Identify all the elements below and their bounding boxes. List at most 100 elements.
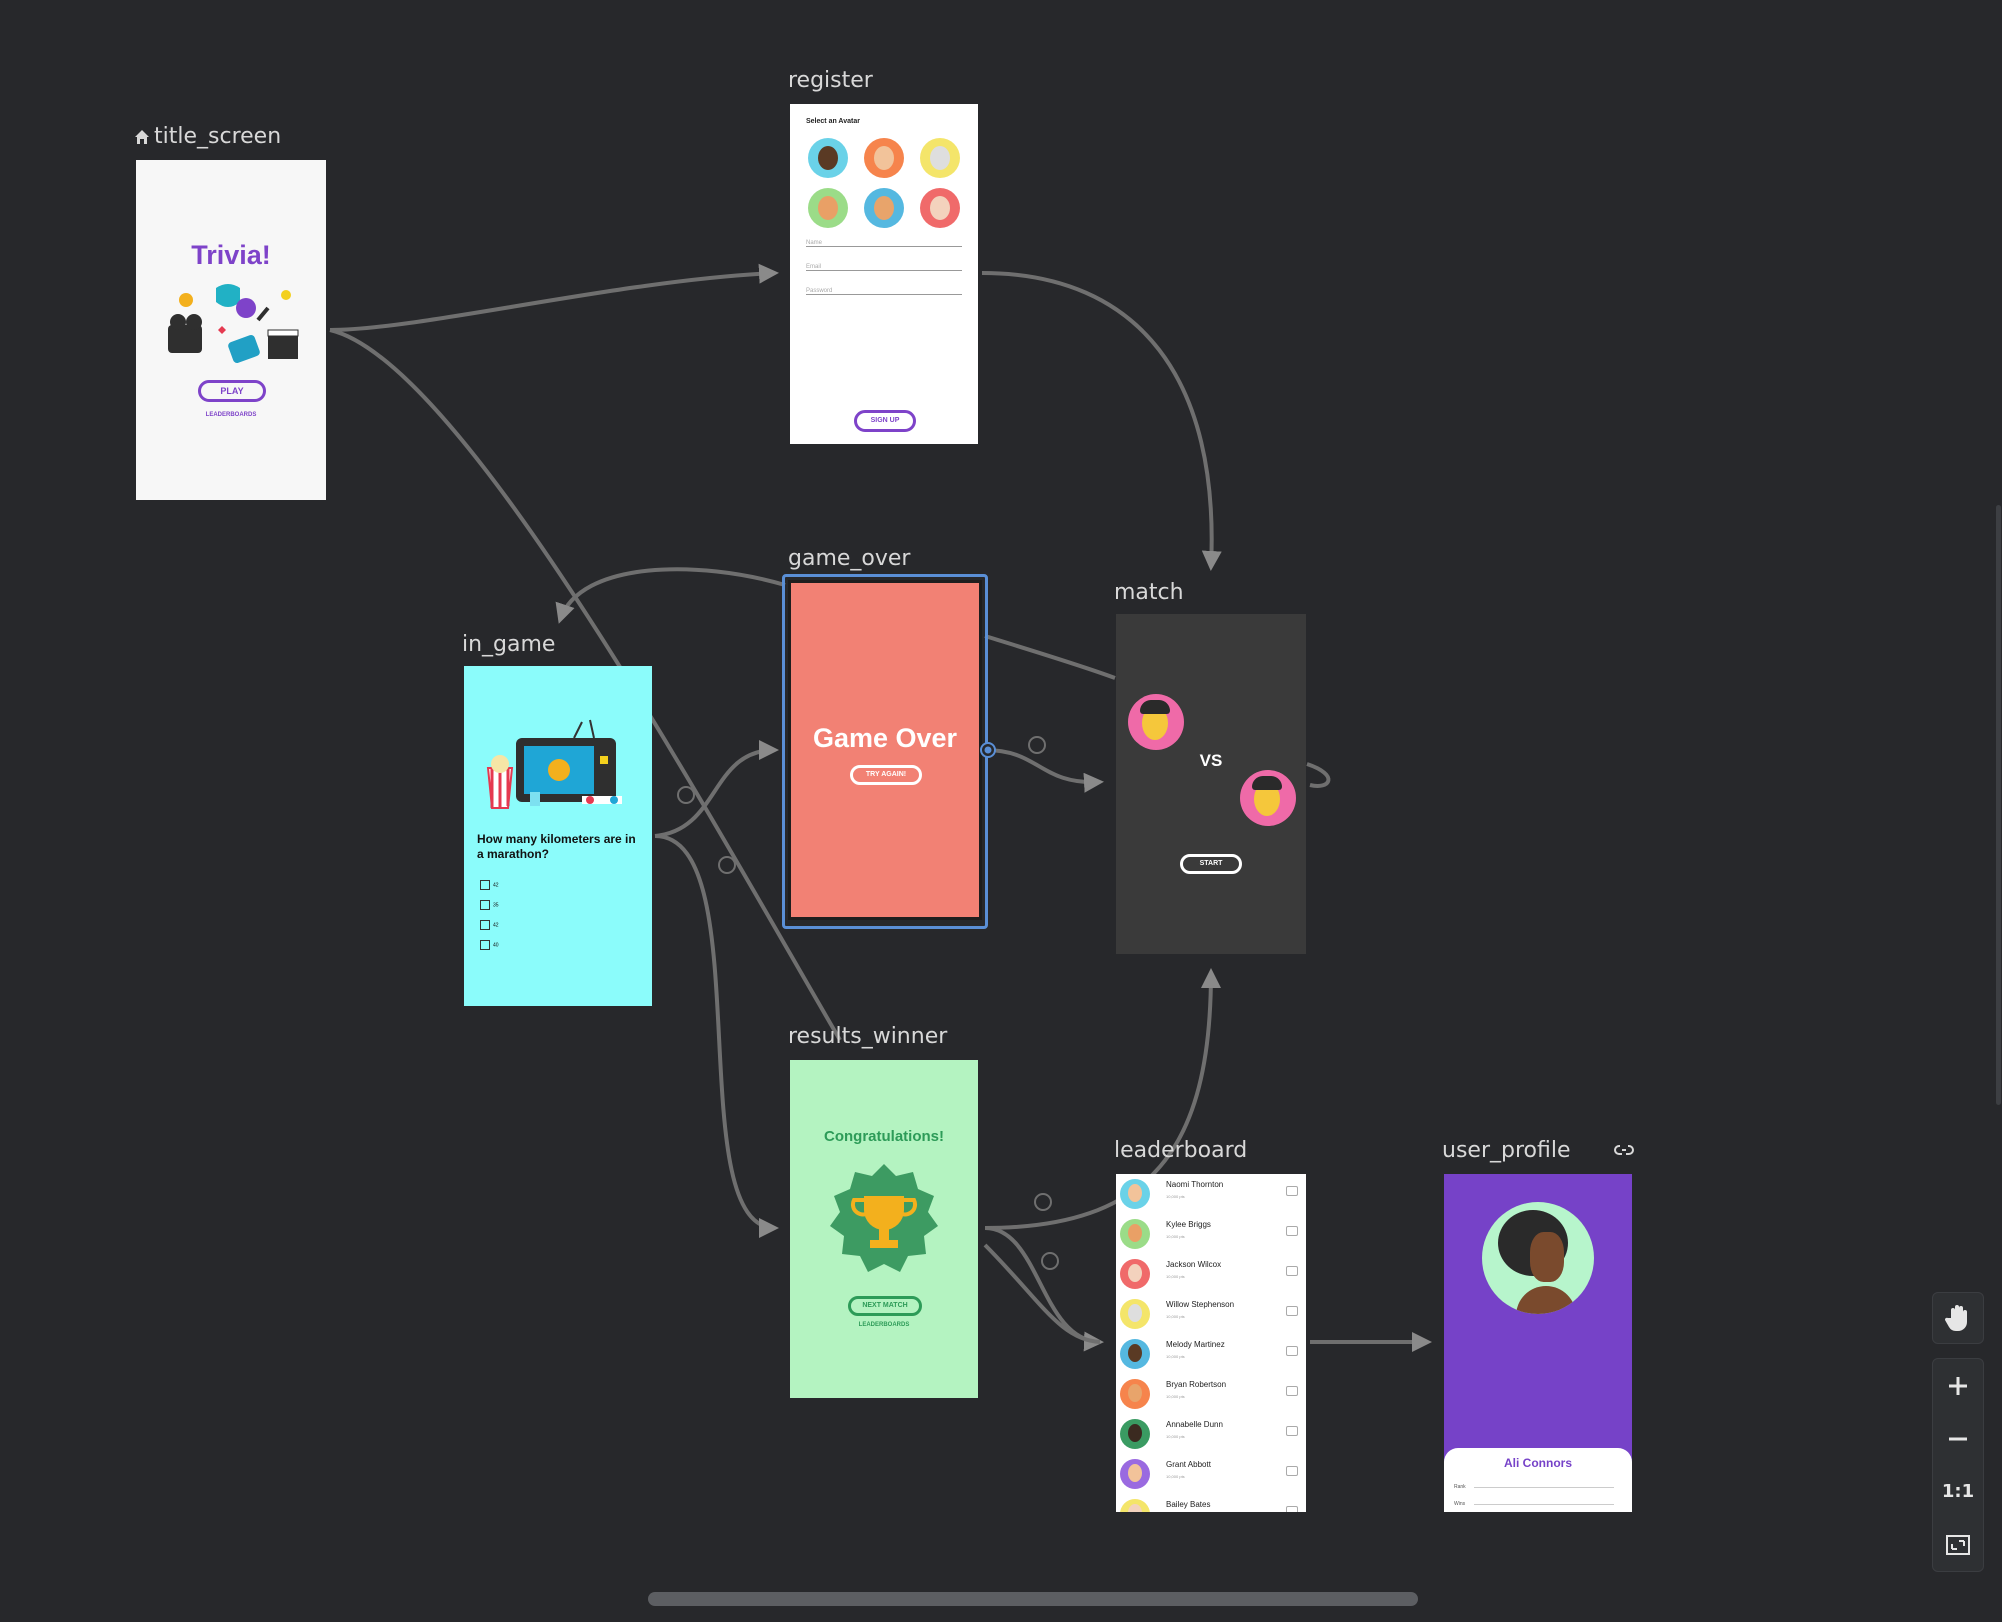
try-again-button[interactable]: TRY AGAIN!	[850, 765, 922, 785]
hand-icon	[1945, 1305, 1967, 1332]
destination-title-screen[interactable]: Trivia! PLAY LEADERBOARDS	[136, 160, 326, 500]
destination-results-winner[interactable]: Congratulations! NEXT MATCH LEADERBOARDS	[790, 1060, 978, 1398]
avatar-option[interactable]	[920, 188, 960, 228]
zoom-in-button[interactable]	[1933, 1359, 1983, 1412]
action-badge	[718, 856, 736, 874]
vs-label: VS	[1199, 751, 1223, 770]
action-gameover-to-match-top[interactable]	[984, 634, 1116, 680]
avatar-option[interactable]	[864, 188, 904, 228]
player-name: Annabelle Dunn	[1166, 1420, 1223, 1429]
destination-user-profile[interactable]: Ali Connors Rank Wins	[1444, 1174, 1632, 1512]
horizontal-scrollbar[interactable]	[648, 1592, 1418, 1606]
player-name: Bryan Robertson	[1166, 1380, 1227, 1389]
avatar	[1120, 1419, 1150, 1449]
action-results-to-leaderboard-2[interactable]	[983, 1243, 1101, 1344]
player-points: 10,000 pts	[1166, 1354, 1185, 1359]
destination-name: match	[1114, 580, 1184, 605]
avatar-option[interactable]	[808, 138, 848, 178]
register-heading: Select an Avatar	[806, 118, 860, 125]
fit-screen-button[interactable]	[1933, 1518, 1983, 1571]
password-field[interactable]: Password	[806, 288, 962, 295]
destination-name: register	[788, 68, 873, 93]
player-name: Melody Martinez	[1166, 1340, 1225, 1349]
rank-icon	[1286, 1386, 1298, 1396]
answer-option[interactable]: 35	[480, 900, 499, 910]
avatar-option[interactable]	[808, 188, 848, 228]
leaderboards-link[interactable]: LEADERBOARDS	[858, 1322, 910, 1328]
email-field[interactable]: Email	[806, 264, 962, 271]
destination-label-register: register	[788, 68, 873, 93]
leaderboard-row[interactable]: Bryan Robertson 10,000 pts	[1116, 1374, 1306, 1414]
wins-label: Wins	[1454, 1501, 1466, 1507]
link-icon[interactable]	[1614, 1140, 1634, 1160]
action-gameover-to-ingame[interactable]	[555, 567, 786, 624]
player-name: Kylee Briggs	[1166, 1220, 1211, 1229]
tv-popcorn-illustration	[486, 719, 622, 809]
player-name: Grant Abbott	[1166, 1460, 1211, 1469]
destination-label-title-screen: title_screen	[134, 124, 281, 149]
destination-label-results-winner: results_winner	[788, 1024, 947, 1049]
plus-icon	[1949, 1376, 1967, 1395]
player-points: 10,000 pts	[1166, 1394, 1185, 1399]
avatar	[1120, 1499, 1150, 1512]
action-register-to-match[interactable]	[981, 271, 1222, 571]
leaderboard-row[interactable]: Bailey Bates10,000 pts	[1116, 1494, 1306, 1512]
start-button[interactable]: START	[1180, 854, 1242, 874]
sign-up-button[interactable]: SIGN UP	[854, 410, 916, 432]
action-gameover-to-match[interactable]	[984, 748, 1104, 793]
player-name: Willow Stephenson	[1166, 1300, 1235, 1309]
rank-icon	[1286, 1466, 1298, 1476]
destination-name: title_screen	[154, 124, 282, 149]
action-title-to-results[interactable]	[329, 328, 842, 1042]
play-button[interactable]: PLAY	[198, 380, 266, 402]
player-points: 10,000 pts	[1166, 1234, 1185, 1239]
zoom-controls: 1:1	[1932, 1358, 1984, 1572]
answer-label: 35	[493, 902, 499, 909]
minus-icon	[1949, 1437, 1967, 1440]
actual-size-button[interactable]: 1:1	[1941, 1481, 1975, 1502]
action-title-to-register[interactable]	[329, 263, 779, 332]
destination-label-user-profile: user_profile	[1442, 1138, 1570, 1163]
connection-handle[interactable]	[978, 740, 998, 760]
avatar-option[interactable]	[920, 138, 960, 178]
destination-game-over[interactable]: Game Over TRY AGAIN!	[788, 580, 982, 920]
avatar-option[interactable]	[864, 138, 904, 178]
action-badge	[1028, 736, 1046, 754]
leaderboard-row[interactable]: Melody Martinez 10,000 pts	[1116, 1334, 1306, 1374]
vertical-scrollbar[interactable]	[1996, 505, 2001, 1105]
destination-label-match: match	[1114, 580, 1184, 605]
pan-tool-button[interactable]	[1932, 1292, 1984, 1344]
opponent-avatar	[1240, 770, 1296, 826]
destination-name: user_profile	[1442, 1138, 1571, 1163]
action-results-to-leaderboard[interactable]	[984, 1226, 1104, 1352]
action-match-self[interactable]	[1306, 762, 1331, 788]
destination-in-game[interactable]: How many kilometers are in a marathon? 4…	[464, 666, 652, 1006]
home-icon	[135, 130, 149, 144]
answer-label: 42	[493, 882, 499, 889]
zoom-out-button[interactable]	[1933, 1412, 1983, 1465]
leaderboards-link[interactable]: LEADERBOARDS	[205, 412, 257, 418]
answer-option[interactable]: 40	[480, 940, 499, 950]
next-match-button[interactable]: NEXT MATCH	[848, 1296, 922, 1316]
destination-register[interactable]: Select an Avatar Name Email Password SIG…	[790, 104, 978, 444]
player-avatar	[1128, 694, 1184, 750]
action-results-to-match[interactable]	[984, 968, 1221, 1230]
name-field[interactable]: Name	[806, 240, 962, 247]
answer-option[interactable]: 42	[480, 880, 499, 890]
leaderboard-row[interactable]: Kylee Briggs 10,000 pts	[1116, 1214, 1306, 1254]
destination-name: leaderboard	[1114, 1138, 1248, 1163]
action-ingame-to-results[interactable]	[654, 834, 779, 1238]
player-points: 10,000 pts	[1166, 1274, 1185, 1279]
action-ingame-to-gameover[interactable]	[654, 740, 779, 838]
destination-match[interactable]: VS START	[1116, 614, 1306, 954]
answer-option[interactable]: 42	[480, 920, 499, 930]
question-text: How many kilometers are in a marathon?	[477, 832, 636, 861]
fit-screen-icon	[1946, 1534, 1970, 1555]
